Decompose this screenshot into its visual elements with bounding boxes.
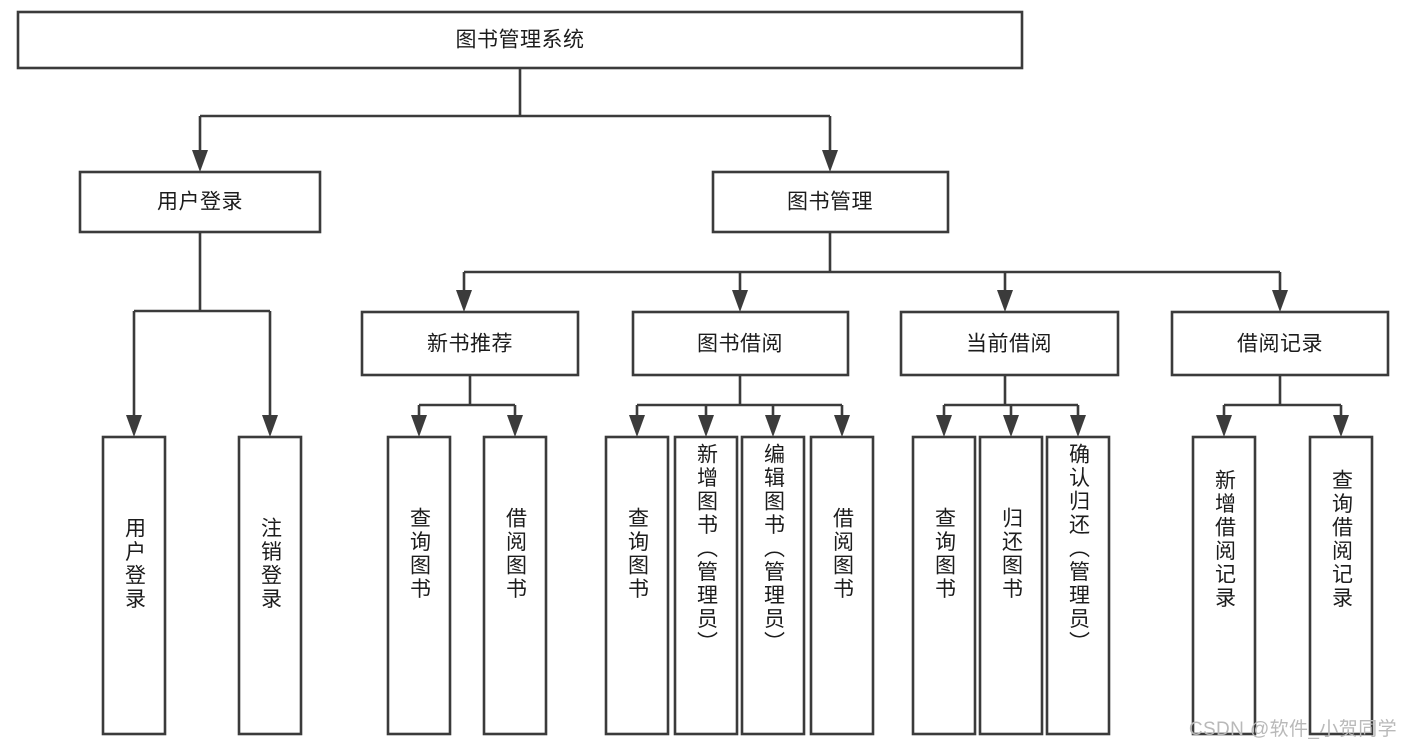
node-root-box[interactable] [16, 10, 1024, 70]
arrowhead-leaf-logout [262, 415, 278, 437]
node-book-borrow-box[interactable] [631, 310, 850, 377]
node-new-book-rec[interactable]: 新书推荐 [360, 310, 580, 377]
leaf-box-add-book[interactable] [673, 435, 739, 736]
node-root-label: 图书管理系统 [456, 29, 585, 52]
arrowhead-leaf-confirm-return [1070, 415, 1086, 437]
arrowhead-book-manage [822, 150, 838, 172]
node-root[interactable]: 图书管理系统 [16, 10, 1024, 70]
arrowhead-leaf-return-book [1003, 415, 1019, 437]
leaf-box-query-record[interactable] [1308, 435, 1374, 736]
arrowhead-leaf-user-login [126, 415, 142, 437]
node-current-borrow-box[interactable] [899, 310, 1120, 377]
node-book-borrow[interactable]: 图书借阅 [631, 310, 850, 377]
node-book-manage[interactable]: 图书管理 [711, 170, 950, 234]
arrowhead-leaf-add-record [1216, 415, 1232, 437]
leaf-box-confirm-return[interactable] [1045, 435, 1111, 736]
arrowhead-leaf-borrow-book-2 [834, 415, 850, 437]
leaf-box-borrow-book-2[interactable] [809, 435, 875, 736]
node-new-book-rec-box[interactable] [360, 310, 580, 377]
node-borrow-record-box[interactable] [1170, 310, 1390, 377]
arrowhead-leaf-query-book-1 [411, 415, 427, 437]
arrowhead-book-borrow [732, 290, 748, 312]
arrowhead-user-login [192, 150, 208, 172]
leaf-box-query-book-1[interactable] [386, 435, 452, 736]
node-current-borrow-label: 当前借阅 [966, 333, 1052, 356]
node-book-borrow-label: 图书借阅 [697, 333, 783, 356]
node-book-manage-label: 图书管理 [787, 191, 873, 214]
leaf-box-add-record[interactable] [1191, 435, 1257, 736]
leaf-box-return-book[interactable] [978, 435, 1044, 736]
arrowhead-leaf-query-book-2 [629, 415, 645, 437]
arrowhead-leaf-edit-book [765, 415, 781, 437]
node-borrow-record[interactable]: 借阅记录 [1170, 310, 1390, 377]
arrowhead-leaf-query-record [1333, 415, 1349, 437]
arrowhead-borrow-record [1272, 290, 1288, 312]
arrowhead-current-borrow [997, 290, 1013, 312]
leaf-box-group [101, 435, 1374, 736]
arrowhead-leaf-add-book [698, 415, 714, 437]
node-borrow-record-label: 借阅记录 [1237, 333, 1323, 356]
node-current-borrow[interactable]: 当前借阅 [899, 310, 1120, 377]
leaf-box-borrow-book-1[interactable] [482, 435, 548, 736]
leaf-box-query-book-3[interactable] [911, 435, 977, 736]
connector-group [126, 68, 1349, 437]
leaf-box-logout[interactable] [237, 435, 303, 736]
node-user-login-label: 用户登录 [157, 191, 243, 214]
arrowhead-leaf-query-book-3 [936, 415, 952, 437]
node-new-book-rec-label: 新书推荐 [427, 333, 513, 356]
leaf-box-user-login[interactable] [101, 435, 167, 736]
node-book-manage-box[interactable] [711, 170, 950, 234]
leaf-box-edit-book[interactable] [740, 435, 806, 736]
arrowhead-leaf-borrow-book-1 [507, 415, 523, 437]
node-user-login-box[interactable] [78, 170, 322, 234]
leaf-box-query-book-2[interactable] [604, 435, 670, 736]
arrowhead-new-book-rec [456, 290, 472, 312]
node-user-login[interactable]: 用户登录 [78, 170, 322, 234]
